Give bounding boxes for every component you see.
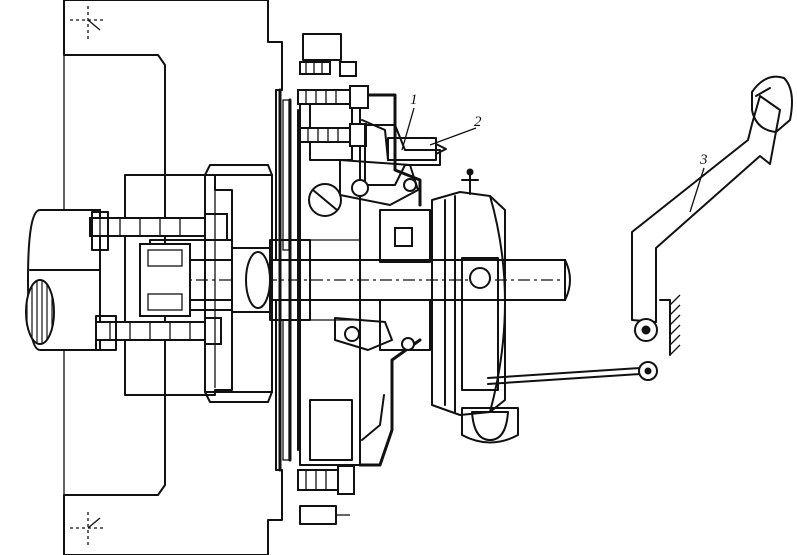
upper-bolts [297, 33, 369, 147]
callout-label-3: 3 [699, 152, 708, 168]
callout-label-1: 1 [410, 92, 418, 108]
clutch-cover [358, 93, 422, 467]
pedal-linkage [487, 75, 793, 385]
release-bearing [379, 209, 431, 351]
engine-housing [63, 0, 283, 555]
callout-label-2: 2 [474, 114, 482, 130]
flywheel [204, 164, 273, 403]
release-mechanism [334, 124, 447, 351]
clutch-disc-hub [231, 239, 311, 321]
callout-leaders [401, 107, 705, 213]
lower-bolts [297, 465, 355, 525]
fork-housing [431, 168, 519, 444]
